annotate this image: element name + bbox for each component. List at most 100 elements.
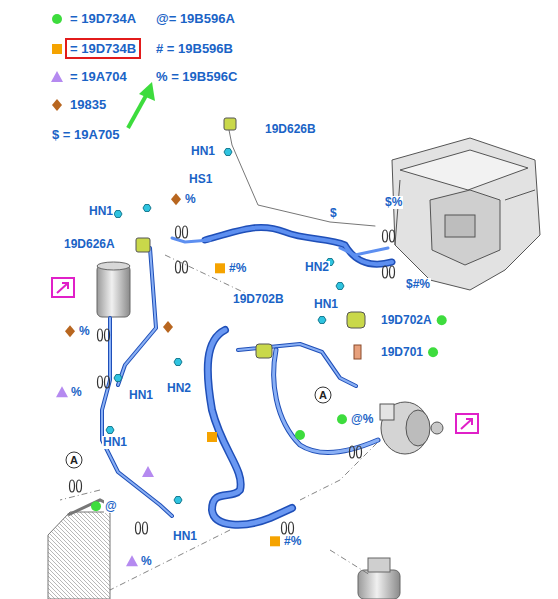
callout-label: @% [350, 413, 374, 426]
callout-label: % [184, 193, 197, 206]
callout-label: #% [283, 535, 302, 548]
view-icon [52, 278, 478, 433]
callout-label: $ [329, 207, 338, 220]
legend-text: # = 19B596B [154, 41, 235, 56]
part-symbol [91, 501, 101, 511]
o-ring [176, 226, 181, 238]
o-ring [183, 226, 188, 238]
legend-entry: $ = 19A705 [50, 127, 122, 142]
o-ring [350, 446, 355, 458]
part-symbol [428, 347, 438, 357]
callout-label: HN1 [313, 298, 339, 311]
legend-text: % = 19B596C [154, 69, 239, 84]
legend-swatch [50, 70, 64, 84]
hvac-module [392, 138, 540, 290]
legend-entry: = 19D734A [50, 11, 138, 26]
o-ring [390, 230, 395, 242]
callout-label: HN1 [190, 145, 216, 158]
callout-label: HS1 [188, 173, 213, 186]
callout-label: 19D702B [232, 293, 285, 306]
o-ring [136, 522, 141, 534]
callout-label: $#% [405, 278, 431, 291]
legend-entry: = 19D734B [50, 41, 138, 56]
callout-label: 19D702A [380, 314, 433, 327]
legend-text: $ = 19A705 [50, 127, 122, 142]
o-ring [357, 446, 362, 458]
o-ring [383, 230, 388, 242]
callout-label: HN1 [102, 436, 128, 449]
part-symbol [207, 432, 217, 442]
callout-label: 19D626A [63, 238, 116, 251]
bracket-clips [136, 118, 365, 358]
refrigerant-hoses [102, 125, 392, 525]
legend-entry: @= 19B596A [154, 11, 237, 26]
o-ring [289, 522, 294, 534]
condenser [48, 500, 110, 599]
callout-label: HN1 [128, 389, 154, 402]
callout-label: $% [384, 196, 403, 209]
o-ring [282, 522, 287, 534]
assembly-leader-lines [60, 255, 380, 590]
part-symbol [126, 555, 138, 566]
o-ring [383, 266, 388, 278]
hex-nut [318, 317, 326, 324]
callout-label: @ [104, 500, 118, 513]
part-symbol [295, 430, 305, 440]
part-symbol [65, 325, 75, 337]
o-ring [105, 376, 110, 388]
pointer-arrow [128, 82, 155, 128]
legend-text: 19835 [68, 97, 108, 112]
hex-nut [174, 497, 182, 504]
legend-swatch [50, 98, 64, 112]
o-ring [390, 266, 395, 278]
hex-nut [224, 149, 232, 156]
o-ring [77, 480, 82, 492]
part-symbol [142, 466, 154, 477]
hardware-symbols [70, 149, 395, 534]
reference-circle: A [314, 386, 332, 404]
legend-entry: = 19A704 [50, 69, 129, 84]
o-ring [105, 329, 110, 341]
part-symbol [337, 414, 347, 424]
callout-label: HN2 [304, 261, 330, 274]
legend-text: = 19A704 [68, 69, 129, 84]
legend-text: = 19D734B [68, 41, 138, 56]
part-symbol [163, 321, 173, 333]
accumulator [358, 558, 400, 599]
o-ring [183, 261, 188, 273]
callout-label: 19D626B [264, 123, 317, 136]
callout-label: HN1 [172, 530, 198, 543]
callout-label: HN2 [166, 382, 192, 395]
callout-label: % [70, 386, 83, 399]
legend-entry: # = 19B596B [154, 41, 235, 56]
reference-letter: A [70, 455, 78, 466]
hex-nut [106, 427, 114, 434]
hex-nut [114, 211, 122, 218]
hex-nut [114, 375, 122, 382]
callout-label: 19D701 [380, 346, 424, 359]
part-symbol [56, 386, 68, 397]
legend-text: @= 19B596A [154, 11, 237, 26]
legend-text: = 19D734A [68, 11, 138, 26]
receiver-drier [97, 262, 130, 317]
legend-swatch [50, 42, 64, 56]
legend-entry: % = 19B596C [154, 69, 239, 84]
o-ring [70, 480, 75, 492]
callout-label: % [78, 325, 91, 338]
part-symbol [270, 536, 280, 546]
callout-label: #% [228, 262, 247, 275]
hex-nut [143, 205, 151, 212]
hex-nut [336, 283, 344, 290]
reference-letter: A [319, 390, 327, 401]
compressor [380, 402, 443, 454]
part-symbol [215, 263, 225, 273]
hex-nut [174, 359, 182, 366]
reference-circle: A [65, 451, 83, 469]
part-symbol [437, 315, 447, 325]
service-valve [354, 345, 361, 359]
callout-label: HN1 [88, 205, 114, 218]
o-ring [176, 261, 181, 273]
callout-label: % [140, 555, 153, 568]
legend-entry: 19835 [50, 97, 108, 112]
